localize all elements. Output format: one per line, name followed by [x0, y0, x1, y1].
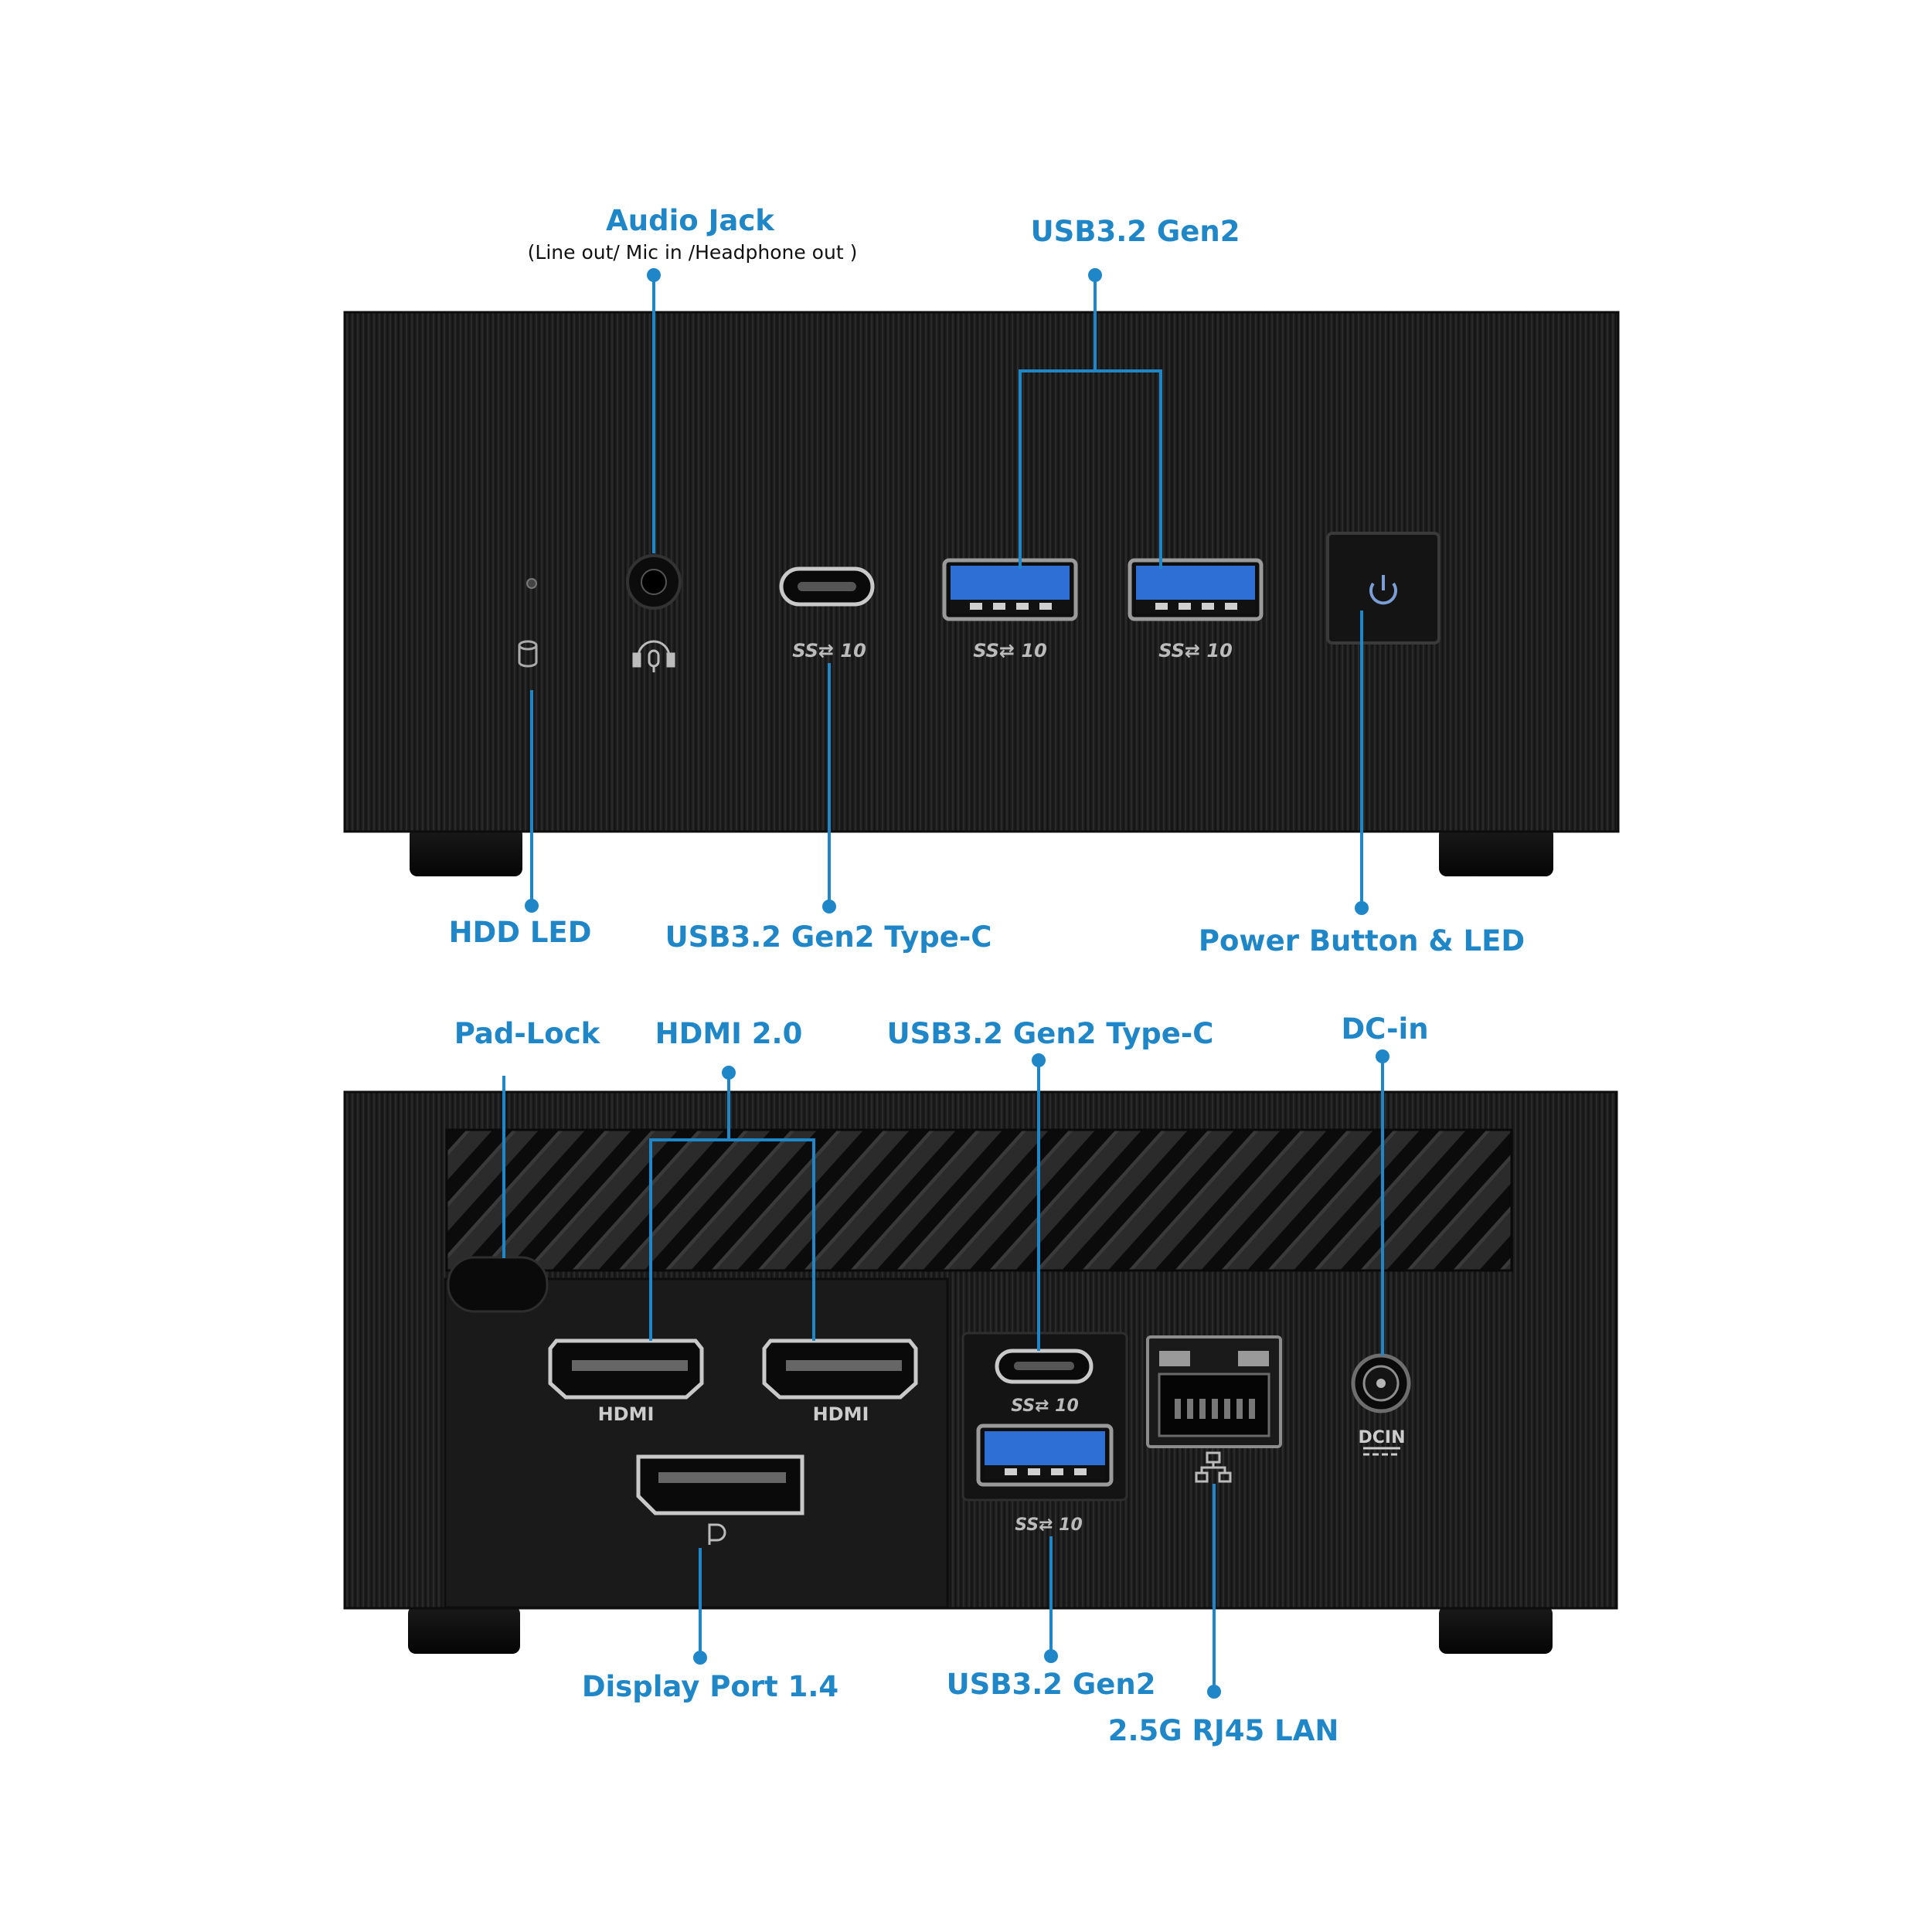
rear-usba-port — [976, 1423, 1114, 1487]
audio-jack-label: Audio Jack — [606, 204, 774, 237]
pad-lock-slot — [447, 1256, 549, 1313]
rear-usba-ss-logo: SS⇄ 10 — [1015, 1515, 1083, 1535]
hdmi-port-2-label: HDMI — [813, 1403, 869, 1425]
front-usb-gen2-label: USB3.2 Gen2 — [1030, 215, 1240, 248]
dcin-label: DCIN — [1358, 1428, 1405, 1447]
rear-foot-left — [408, 1606, 520, 1654]
dc-in-label: DC-in — [1341, 1012, 1429, 1046]
hdmi-label: HDMI 2.0 — [655, 1017, 803, 1050]
front-foot-left — [410, 827, 522, 876]
front-foot-right — [1439, 827, 1553, 876]
front-usba-port-1 — [942, 558, 1078, 621]
lan-port — [1146, 1335, 1282, 1448]
rear-vent — [445, 1128, 1513, 1272]
rear-usb-typec-label: USB3.2 Gen2 Type-C — [886, 1017, 1214, 1050]
rear-foot-right — [1439, 1606, 1553, 1654]
rear-view: HDMI HDMI SS⇄ 10 SS⇄ 10 — [343, 1049, 1618, 1699]
lan-label: 2.5G RJ45 LAN — [1107, 1714, 1339, 1747]
power-button-label: Power Button & LED — [1198, 924, 1526, 957]
front-usbc-ss-logo: SS⇄ 10 — [792, 640, 866, 662]
dc-in-port — [1351, 1353, 1411, 1413]
dp-icon — [708, 1523, 726, 1545]
hdmi-port-1-label: HDMI — [598, 1403, 655, 1425]
front-usba2-ss-logo: SS⇄ 10 — [1158, 640, 1233, 662]
headset-icon — [632, 640, 675, 672]
front-view: SS⇄ 10 SS⇄ 10 SS⇄ 10 — [343, 268, 1620, 915]
hdmi-port-2 — [762, 1338, 918, 1400]
front-usba1-ss-logo: SS⇄ 10 — [973, 640, 1047, 662]
front-usb-typec-label: USB3.2 Gen2 Type-C — [665, 920, 992, 954]
hdd-led-label: HDD LED — [448, 916, 592, 949]
power-button — [1326, 532, 1440, 645]
rear-usbc-ss-logo: SS⇄ 10 — [1011, 1396, 1079, 1416]
hdd-icon — [518, 640, 538, 668]
io-plate — [444, 1277, 949, 1609]
audio-jack-sublabel: (Line out/ Mic in /Headphone out ) — [527, 241, 858, 264]
display-port-label: Display Port 1.4 — [581, 1670, 839, 1703]
rear-usb-gen2-label: USB3.2 Gen2 — [946, 1668, 1156, 1701]
pad-lock-label: Pad-Lock — [454, 1017, 600, 1050]
displayport-port — [636, 1454, 804, 1515]
hdmi-port-1 — [548, 1338, 704, 1400]
audio-jack-port — [626, 554, 682, 610]
hdd-led — [526, 578, 537, 589]
network-icon — [1195, 1451, 1232, 1483]
rear-leaders — [502, 1049, 1389, 1699]
front-usba-port-2 — [1128, 558, 1264, 621]
front-leaders — [525, 268, 1369, 915]
power-icon — [1369, 575, 1397, 605]
